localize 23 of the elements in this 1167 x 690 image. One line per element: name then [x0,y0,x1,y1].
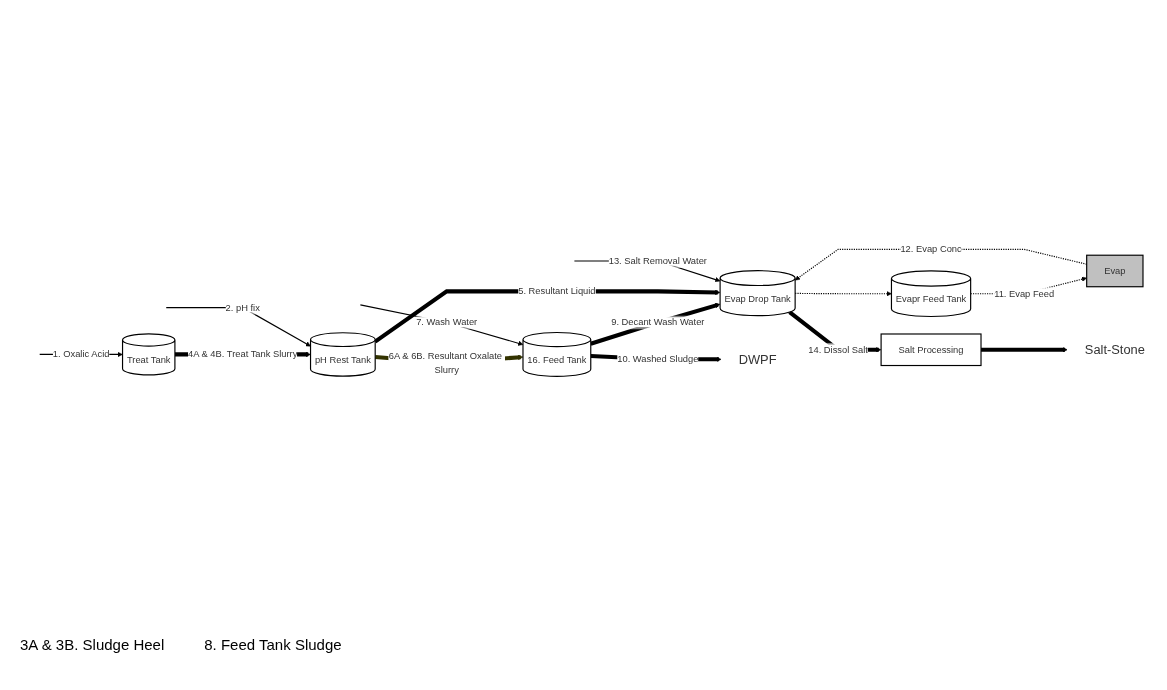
arrow [374,289,721,344]
arrow [590,302,721,346]
edge-label: 9. Decant Wash Water [611,317,705,328]
arrow [794,291,892,297]
edge-label: 12. Evap Conc [900,244,962,255]
edge-label: 2. pH fix [225,302,260,313]
node-box: Salt Processing [880,333,982,367]
node-box: Evap [1086,254,1144,288]
edge-label: 7. Wash Water [416,317,478,328]
edge-label: 13. Salt Removal Water [608,255,707,266]
arrow [981,347,1068,353]
edge-label: 1. Oxalic Acid [52,349,110,360]
edge-label: 11. Evap Feed [994,288,1055,299]
arrow [359,304,524,346]
edge-label: 6A & 6B. Resultant Oxalate Slurry [388,350,502,375]
flow-label: 3A & 3B. Sludge Heel [20,636,165,653]
node-text: DWPF [738,351,777,367]
node-text: Salt-Stone [1084,342,1145,358]
edge-label: 4A & 4B. Treat Tank Slurry [188,349,298,360]
edge-label: 5. Resultant Liquid [518,286,596,297]
flow-label: 8. Feed Tank Sludge [204,636,342,653]
edge-label: 14. Dissol Salt [808,344,868,355]
edge-label: 10. Washed Sludge [617,354,699,364]
